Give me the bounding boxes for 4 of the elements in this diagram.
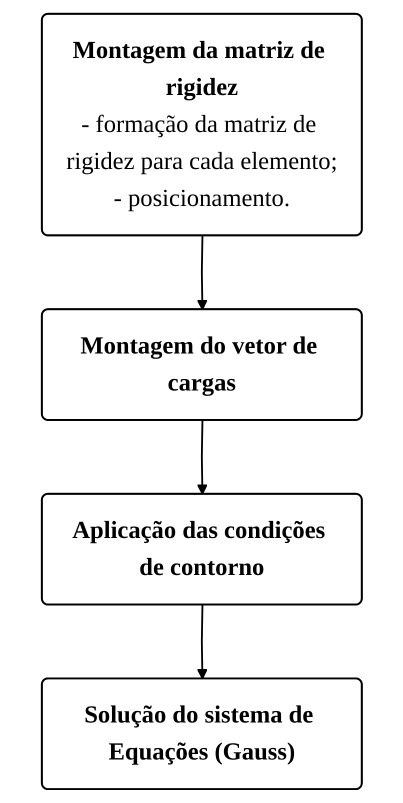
arrow: [196, 605, 208, 680]
flowchart: Montagem da matriz de rigidez - formação da matriz de rigidez para cada elemento; - posicionamento. Montagem do vetor de cargas Aplicação das condições de contorno Solução do sistema de Equações (Gauss): [32, 4, 372, 799]
arrow: [196, 236, 208, 310]
arrow: [196, 420, 208, 495]
